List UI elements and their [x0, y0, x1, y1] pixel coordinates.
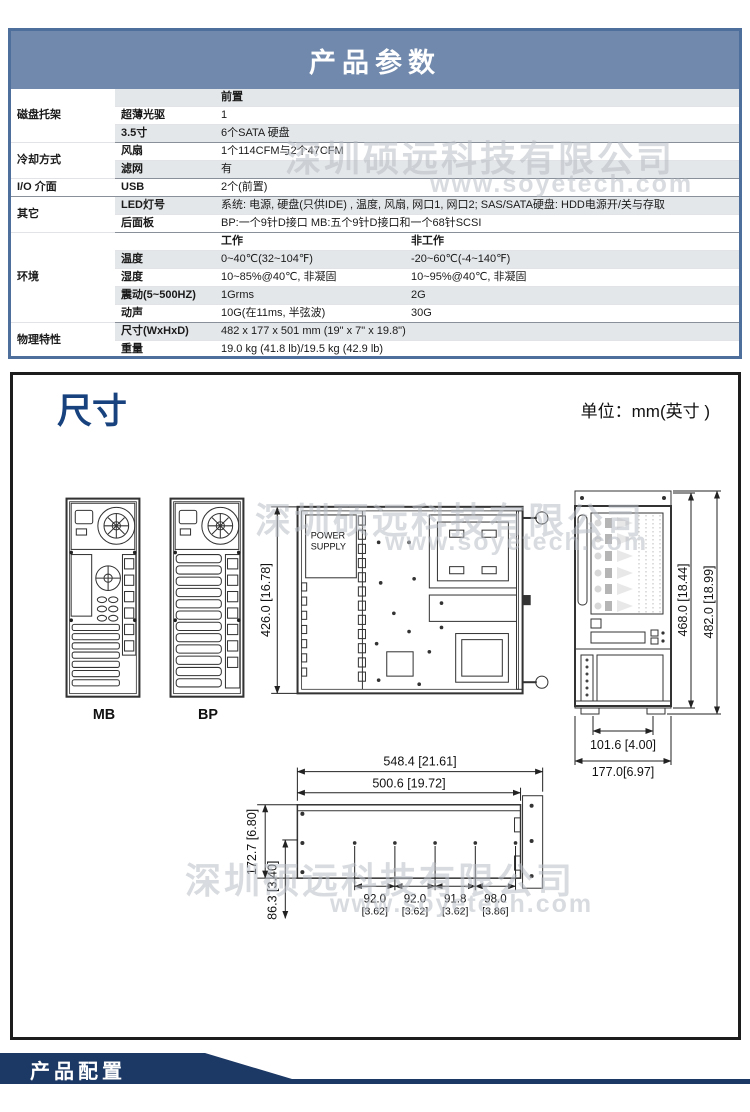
psu-label-line1: POWER — [311, 530, 346, 540]
sub-label: 湿度 — [115, 268, 215, 287]
cell-value: 前置 — [215, 89, 739, 107]
side-view: 548.4 [21.61] 500.6 [19.72] 172.7 [6.80]… — [245, 755, 544, 920]
table-row: I/O 介面 USB 2个(前置) — [11, 178, 739, 197]
dim-top-depth: 426.0 [16.78] — [259, 563, 273, 637]
cell-value: 10~95%@40℃, 非凝固 — [405, 268, 739, 287]
cell-value: 系统: 电源, 硬盘(只供IDE) , 温度, 风扇, 网口1, 网口2; SA… — [215, 196, 739, 215]
cell-value: 1个114CFM与2个47CFM — [215, 142, 739, 161]
dim-pitch-3-mm: 91.8 — [444, 893, 466, 905]
table-row: 超薄光驱 1 — [11, 106, 739, 125]
dim-front-height-inner: 468.0 [18.44] — [676, 564, 690, 637]
rear-view-bp-label: BP — [198, 707, 218, 723]
sub-label — [115, 89, 215, 107]
table-row: 物理特性 尺寸(WxHxD) 482 x 177 x 501 mm (19" x… — [11, 322, 739, 356]
cell-value: 482 x 177 x 501 mm (19" x 7" x 19.8") — [215, 322, 739, 341]
table-row: 动声 10G(在11ms, 半弦波) 30G — [11, 304, 739, 323]
cell-value: 工作 — [215, 232, 405, 251]
front-view: 468.0 [18.44] 482.0 [18.99] 101.6 [4.00]… — [574, 490, 721, 779]
cell-value: BP:一个9针D接口 MB:五个9针D接口和一个68针SCSI — [215, 214, 739, 233]
dim-front-width-inner: 101.6 [4.00] — [590, 738, 656, 752]
psu-label-line2: SUPPLY — [311, 541, 346, 551]
dim-front-height-outer: 482.0 [18.99] — [702, 566, 716, 639]
cell-value: 0~40℃(32~104℉) — [215, 250, 405, 269]
cell-value: 2个(前置) — [215, 178, 739, 197]
cell-value: 10G(在11ms, 半弦波) — [215, 304, 405, 323]
footer-title: 产品配置 — [30, 1061, 126, 1083]
cell-value: 非工作 — [405, 232, 739, 251]
dim-front-width-outer: 177.0[6.97] — [592, 765, 655, 779]
cell-value: 2G — [405, 286, 739, 305]
sub-label: 重量 — [115, 340, 215, 356]
dim-pitch-1-mm: 92.0 — [364, 893, 386, 905]
cell-value: 有 — [215, 160, 739, 179]
table-row: 湿度 10~85%@40℃, 非凝固 10~95%@40℃, 非凝固 — [11, 268, 739, 287]
dim-pitch-4-mm: 98.0 — [484, 893, 506, 905]
sub-label: 超薄光驱 — [115, 106, 215, 125]
table-row: 环境 工作 非工作 — [11, 232, 739, 323]
cell-value: 19.0 kg (41.8 lb)/19.5 kg (42.9 lb) — [215, 340, 739, 356]
spec-section: 产品参数 磁盘托架 前置 超薄光驱 1 3.5寸 6个SATA 硬盘 冷却方式 … — [8, 28, 742, 359]
dim-pitch-2-mm: 92.0 — [404, 893, 426, 905]
group-label: 磁盘托架 — [11, 89, 115, 143]
dim-pitch-2-in: [3.62] — [402, 905, 428, 917]
table-row: 滤网 有 — [11, 160, 739, 179]
dim-side-length-inner: 500.6 [19.72] — [372, 777, 445, 791]
rear-view-mb: MB — [65, 497, 141, 723]
rear-view-mb-label: MB — [93, 707, 115, 723]
dim-side-foot: 86.3 [3.40] — [265, 861, 279, 920]
sub-label: 温度 — [115, 250, 215, 269]
sub-label: 震动(5~500HZ) — [115, 286, 215, 305]
table-row: 后面板 BP:一个9针D接口 MB:五个9针D接口和一个68针SCSI — [11, 214, 739, 233]
spec-title: 产品参数 — [11, 31, 739, 89]
table-row: 重量 19.0 kg (41.8 lb)/19.5 kg (42.9 lb) — [11, 340, 739, 356]
sub-label: 尺寸(WxHxD) — [115, 322, 215, 341]
dim-pitch-1-in: [3.62] — [362, 905, 388, 917]
table-row: 震动(5~500HZ) 1Grms 2G — [11, 286, 739, 305]
sub-label — [115, 232, 215, 251]
rear-view-bp: BP — [169, 497, 245, 723]
dim-pitch-3-in: [3.62] — [442, 905, 468, 917]
group-label: 环境 — [11, 232, 115, 323]
cell-value: 1 — [215, 106, 739, 125]
sub-label: USB — [115, 178, 215, 197]
group-label: 物理特性 — [11, 322, 115, 356]
cell-value: -20~60℃(-4~140℉) — [405, 250, 739, 269]
dim-side-height: 172.7 [6.80] — [245, 809, 259, 875]
group-label: 其它 — [11, 196, 115, 233]
cell-value: 10~85%@40℃, 非凝固 — [215, 268, 405, 287]
dimensions-title: 尺寸 — [57, 392, 128, 431]
table-row: 冷却方式 风扇 1个114CFM与2个47CFM — [11, 142, 739, 179]
cell-value: 6个SATA 硬盘 — [215, 124, 739, 143]
cell-value: 30G — [405, 304, 739, 323]
table-row: 磁盘托架 前置 — [11, 89, 739, 143]
spec-table: 磁盘托架 前置 超薄光驱 1 3.5寸 6个SATA 硬盘 冷却方式 风扇 1个… — [11, 89, 739, 356]
sub-label: LED灯号 — [115, 196, 215, 215]
sub-label: 3.5寸 — [115, 124, 215, 143]
dim-side-length-outer: 548.4 [21.61] — [383, 755, 456, 769]
table-row: 其它 LED灯号 系统: 电源, 硬盘(只供IDE) , 温度, 风扇, 网口1… — [11, 196, 739, 233]
dim-pitch-4-in: [3.86] — [482, 905, 508, 917]
group-label: I/O 介面 — [11, 178, 115, 197]
cell-value: 1Grms — [215, 286, 405, 305]
dimensions-unit: 单位：mm(英寸 ) — [580, 402, 710, 421]
sub-label: 滤网 — [115, 160, 215, 179]
sub-label: 后面板 — [115, 214, 215, 233]
top-view: 426.0 [16.78] POWER SUPPLY — [259, 505, 549, 695]
sub-label: 动声 — [115, 304, 215, 323]
table-row: 温度 0~40℃(32~104℉) -20~60℃(-4~140℉) — [11, 250, 739, 269]
group-label: 冷却方式 — [11, 142, 115, 179]
dimensions-section: 尺寸 单位：mm(英寸 ) — [10, 372, 741, 1040]
sub-label: 风扇 — [115, 142, 215, 161]
table-row: 3.5寸 6个SATA 硬盘 — [11, 124, 739, 143]
